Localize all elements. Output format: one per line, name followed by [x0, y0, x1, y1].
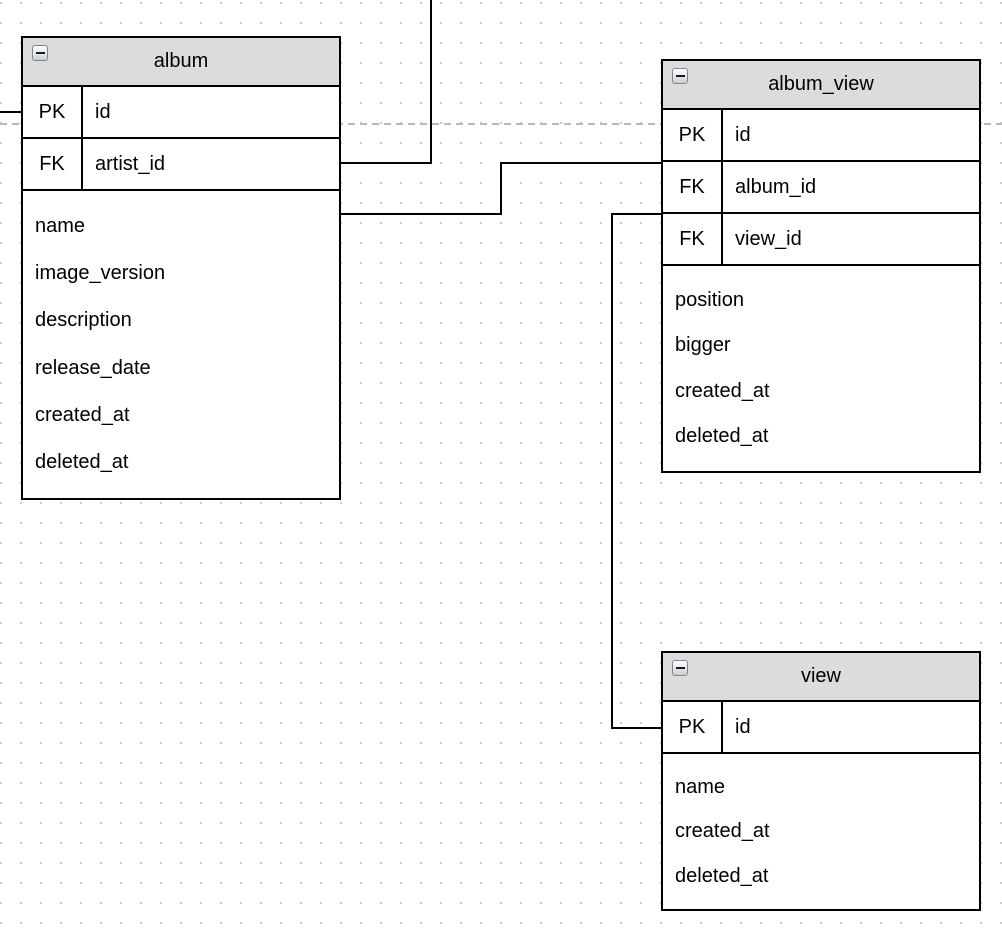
- column-name: bigger: [675, 334, 731, 357]
- column-name: created_at: [35, 403, 130, 426]
- connector-album-artist-horizontal[interactable]: [341, 162, 432, 164]
- table-header: view: [663, 653, 979, 702]
- column-name: image_version: [35, 262, 166, 285]
- key-badge: PK: [663, 110, 723, 160]
- key-row-album_id: FK album_id: [663, 162, 979, 214]
- column-name: artist_id: [95, 152, 166, 175]
- collapse-minus-icon[interactable]: [672, 68, 688, 84]
- attribute-rows: name created_at deleted_at: [663, 754, 979, 909]
- table-header: album_view: [663, 61, 979, 110]
- key-badge: FK: [23, 139, 83, 189]
- attribute-rows: position bigger created_at deleted_at: [663, 266, 979, 471]
- alignment-guide-dashed-line: [0, 123, 1002, 125]
- column-name: position: [675, 288, 744, 311]
- key-row-id: PK id: [663, 702, 979, 754]
- column-name: album_id: [735, 175, 817, 198]
- connector-album-albumview-h2[interactable]: [500, 162, 661, 164]
- column-name: view_id: [735, 227, 802, 250]
- collapse-minus-icon[interactable]: [32, 45, 48, 61]
- table-title: album_view: [768, 73, 874, 95]
- entity-table-view[interactable]: view PK id name created_at deleted_at: [661, 651, 981, 911]
- attribute-rows: name image_version description release_date…: [23, 191, 339, 498]
- connector-albumview-view-h1[interactable]: [611, 213, 661, 215]
- column-name: id: [735, 715, 751, 738]
- key-row-artist_id: FK artist_id: [23, 139, 339, 191]
- connector-albumview-view-vertical[interactable]: [611, 213, 613, 729]
- table-title: view: [800, 665, 841, 687]
- column-name: deleted_at: [675, 864, 769, 887]
- key-row-view_id: FK view_id: [663, 214, 979, 266]
- column-name: name: [675, 775, 726, 798]
- column-name: created_at: [675, 820, 770, 842]
- column-name: created_at: [675, 379, 770, 402]
- table-title: album: [153, 50, 209, 72]
- column-name: release_date: [35, 356, 151, 379]
- key-row-id: PK id: [663, 110, 979, 162]
- column-name: name: [35, 215, 86, 238]
- key-badge: PK: [663, 702, 723, 752]
- connector-album-left-offscreen[interactable]: [0, 111, 21, 113]
- table-header: album: [23, 38, 339, 87]
- collapse-minus-icon[interactable]: [672, 660, 688, 676]
- connector-album-albumview-h1[interactable]: [341, 213, 502, 215]
- key-badge: FK: [663, 162, 723, 212]
- connector-album-artist-vertical[interactable]: [430, 0, 432, 164]
- minus-glyph: [675, 667, 685, 669]
- column-name: id: [95, 100, 111, 123]
- minus-glyph: [675, 75, 685, 77]
- column-name: description: [35, 309, 132, 332]
- column-name: deleted_at: [35, 450, 129, 473]
- column-name: deleted_at: [675, 425, 769, 448]
- connector-album-albumview-vertical[interactable]: [500, 162, 502, 215]
- minus-glyph: [35, 52, 45, 54]
- column-name: id: [735, 123, 751, 146]
- connector-albumview-view-h2[interactable]: [611, 727, 661, 729]
- key-badge: FK: [663, 214, 723, 264]
- key-row-id: PK id: [23, 87, 339, 139]
- key-badge: PK: [23, 87, 83, 137]
